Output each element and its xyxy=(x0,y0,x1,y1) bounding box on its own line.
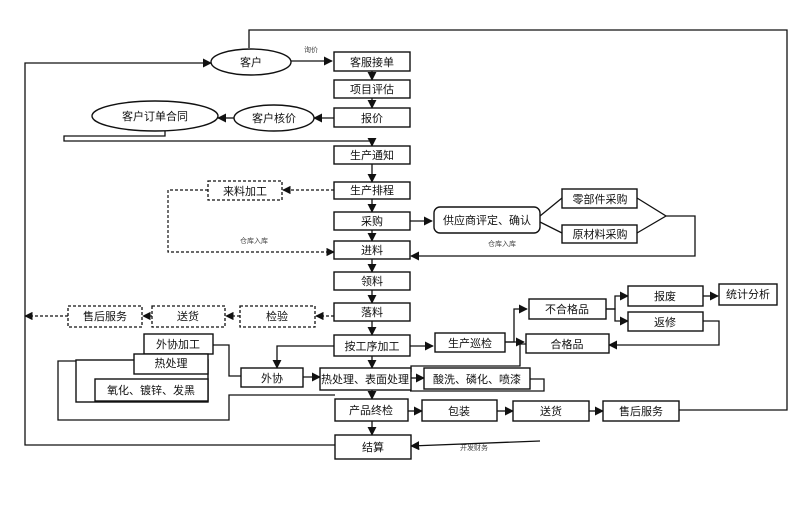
node-pickling-label: 酸洗、磷化、喷漆 xyxy=(433,372,521,386)
node-quote: 报价 xyxy=(333,107,411,128)
node-after-sales: 售后服务 xyxy=(602,400,680,422)
node-purchase-label: 采购 xyxy=(361,214,383,228)
node-material-issue-label: 领料 xyxy=(361,274,383,288)
node-heat-treatment-small: 热处理 xyxy=(133,353,209,375)
node-inspection: 检验 xyxy=(239,305,316,328)
node-nonconforming: 不合格品 xyxy=(528,298,607,320)
node-heat-surface-label: 热处理、表面处理 xyxy=(321,372,409,386)
edge-notes: 询价 仓库入库 仓库入库 开发财务 xyxy=(240,45,516,452)
node-receiving-label: 进料 xyxy=(361,243,383,257)
node-process-by-step: 按工序加工 xyxy=(333,334,411,357)
node-parts-purchase: 零部件采购 xyxy=(561,188,638,209)
node-production-patrol: 生产巡检 xyxy=(434,332,506,353)
node-heat-treatment-small-label: 热处理 xyxy=(155,357,188,370)
node-oxidize-zinc-black: 氧化、镀锌、发黑 xyxy=(94,378,209,402)
node-purchase: 采购 xyxy=(333,211,411,231)
note-invoice-finance: 开发财务 xyxy=(460,443,488,452)
node-service-order-label: 客服接单 xyxy=(350,55,394,69)
node-customer-pricing-label: 客户核价 xyxy=(252,111,296,125)
node-after-sales-left: 售后服务 xyxy=(67,305,143,328)
node-project-eval-label: 项目评估 xyxy=(350,83,394,96)
node-rework: 返修 xyxy=(627,311,704,332)
node-customer: 客户 xyxy=(210,48,292,76)
node-production-patrol-label: 生产巡检 xyxy=(448,336,492,350)
node-customer-contract: 客户订单合同 xyxy=(91,100,219,132)
node-project-eval: 项目评估 xyxy=(333,79,411,99)
node-raw-purchase-label: 原材料采购 xyxy=(573,227,628,241)
flow-edges xyxy=(24,29,788,451)
node-outsourcing: 外协 xyxy=(240,367,304,388)
node-quote-label: 报价 xyxy=(361,111,383,125)
node-incoming-processing-label: 来料加工 xyxy=(223,184,267,198)
node-delivery-left: 送货 xyxy=(151,305,226,328)
node-conforming: 合格品 xyxy=(525,333,610,354)
node-service-order: 客服接单 xyxy=(333,51,411,72)
node-supplier-eval-label: 供应商评定、确认 xyxy=(443,213,531,227)
node-cutting: 落料 xyxy=(333,302,411,322)
node-final-inspection: 产品终检 xyxy=(334,398,409,422)
node-incoming-processing: 来料加工 xyxy=(207,180,283,201)
node-cutting-label: 落料 xyxy=(361,305,383,319)
note-warehouse-2: 仓库入库 xyxy=(488,239,516,248)
node-supplier-eval: 供应商评定、确认 xyxy=(433,206,541,234)
node-process-by-step-label: 按工序加工 xyxy=(345,339,400,353)
node-production-schedule-label: 生产排程 xyxy=(350,183,394,197)
node-settlement: 结算 xyxy=(334,434,412,460)
flow-nodes: 客户 客服接单 项目评估 报价 客户核价 客户订单合同 生产通知 xyxy=(67,48,778,460)
node-production-schedule: 生产排程 xyxy=(333,181,411,200)
node-delivery-label: 送货 xyxy=(540,404,562,418)
node-after-sales-label: 售后服务 xyxy=(619,404,663,418)
node-nonconforming-label: 不合格品 xyxy=(545,302,589,316)
node-settlement-label: 结算 xyxy=(362,440,384,454)
node-raw-purchase: 原材料采购 xyxy=(561,224,638,244)
node-stats-label: 统计分析 xyxy=(726,287,770,301)
node-outsource-processing: 外协加工 xyxy=(143,333,214,355)
node-packaging-label: 包装 xyxy=(448,405,470,418)
node-after-sales-left-label: 售后服务 xyxy=(83,309,127,323)
node-scrap: 报废 xyxy=(627,285,704,307)
node-scrap-label: 报废 xyxy=(654,289,676,303)
node-final-inspection-label: 产品终检 xyxy=(349,403,393,417)
node-customer-pricing: 客户核价 xyxy=(233,104,315,132)
node-production-notice: 生产通知 xyxy=(333,145,411,165)
node-customer-contract-label: 客户订单合同 xyxy=(122,109,188,123)
node-receiving: 进料 xyxy=(333,240,411,260)
node-stats: 统计分析 xyxy=(718,283,778,306)
node-customer-label: 客户 xyxy=(240,55,262,69)
node-outsourcing-label: 外协 xyxy=(261,371,283,385)
node-delivery: 送货 xyxy=(512,400,590,422)
node-packaging: 包装 xyxy=(421,399,498,422)
node-rework-label: 返修 xyxy=(654,315,676,329)
node-inspection-label: 检验 xyxy=(266,309,288,323)
note-inquiry: 询价 xyxy=(304,45,318,54)
node-production-notice-label: 生产通知 xyxy=(350,148,394,162)
node-material-issue: 领料 xyxy=(333,271,411,291)
node-parts-purchase-label: 零部件采购 xyxy=(573,192,628,206)
node-delivery-left-label: 送货 xyxy=(177,309,199,323)
node-outsource-processing-label: 外协加工 xyxy=(156,337,200,351)
note-warehouse-1: 仓库入库 xyxy=(240,236,268,245)
node-heat-surface: 热处理、表面处理 xyxy=(319,367,412,391)
node-oxidize-zinc-black-label: 氧化、镀锌、发黑 xyxy=(107,383,195,397)
node-pickling: 酸洗、磷化、喷漆 xyxy=(423,367,531,390)
node-conforming-label: 合格品 xyxy=(551,337,584,351)
